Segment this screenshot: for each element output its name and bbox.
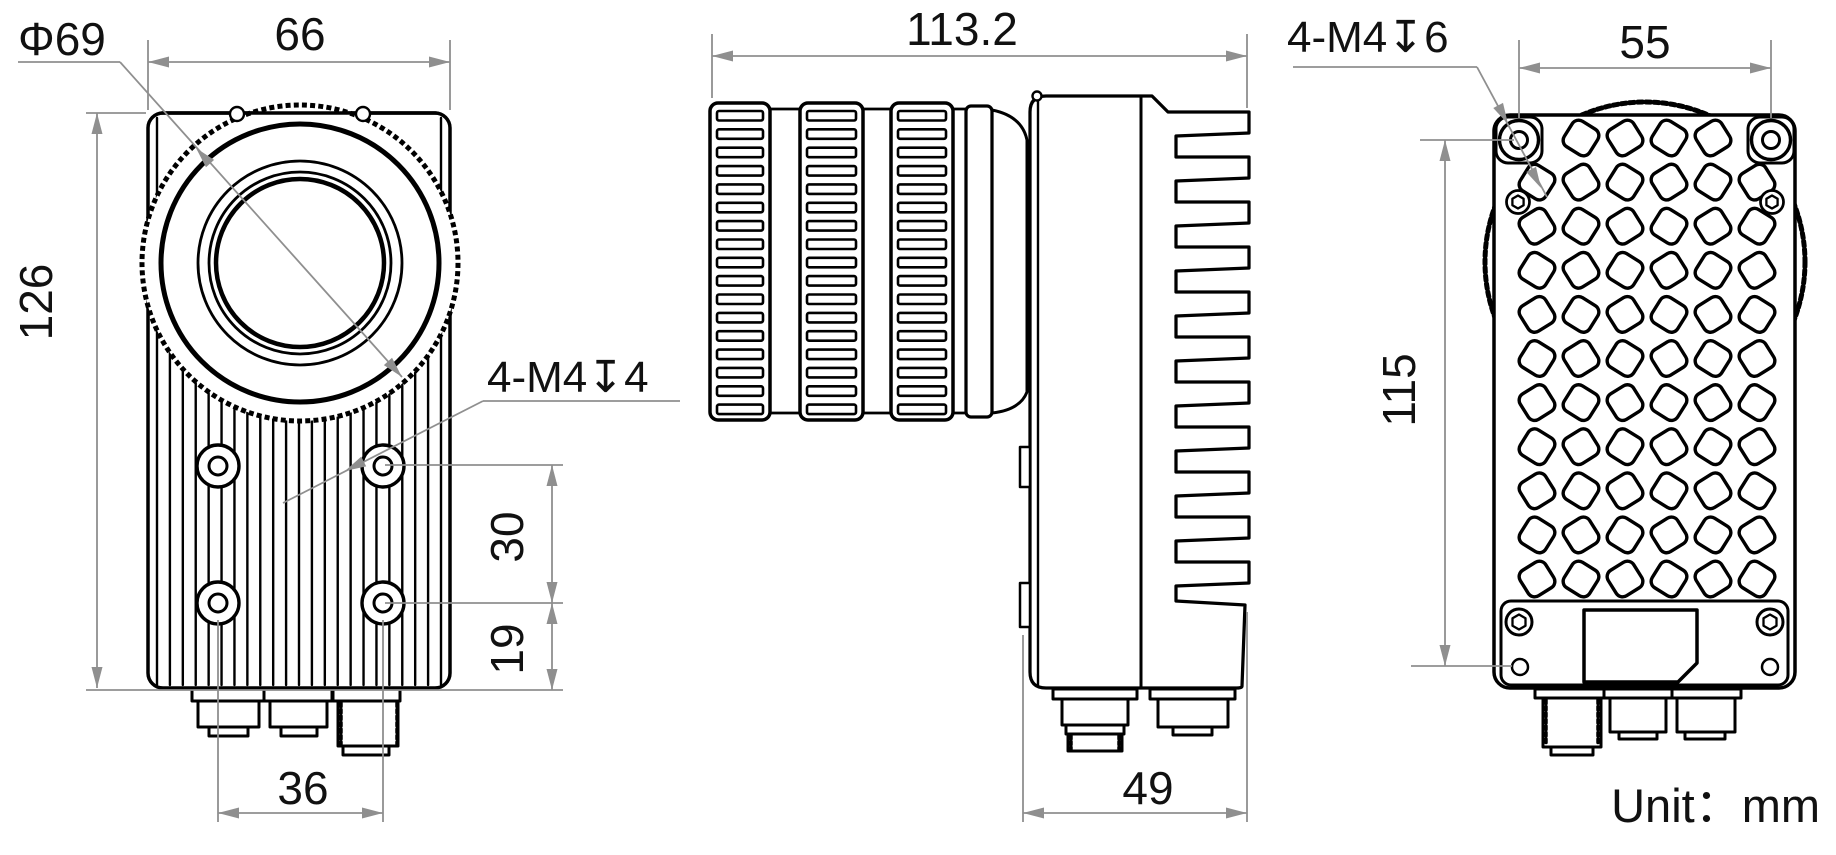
hex-sockets (1511, 194, 1779, 631)
dim-mount-hole-height: 115 (1373, 353, 1425, 426)
dim-screw-span-horizontal: 36 (277, 762, 328, 814)
panel-screw-right (1755, 607, 1785, 637)
lens-knurl-slots (715, 109, 948, 416)
dim-body-height: 126 (10, 264, 62, 341)
dim-body-depth: 49 (1122, 762, 1173, 814)
dim-back-screw-span: 55 (1619, 16, 1670, 68)
dim-screw-span-vertical: 30 (481, 511, 533, 562)
panel-hole-right (1760, 657, 1780, 677)
panel-hole-left (1510, 657, 1530, 677)
side-lens (708, 101, 1029, 422)
thread-callout-back: 4-M4↧6 (1287, 13, 1449, 62)
thread-callout-front: 4-M4↧4 (487, 353, 649, 402)
hex-screw-right (1759, 189, 1785, 215)
lens-rim (158, 121, 442, 405)
lens-ring-outer (196, 159, 404, 367)
dim-screw-bottom-offset: 19 (481, 623, 533, 674)
dimension-texts: Φ69 66 126 4-M4↧4 30 19 36 113.2 49 4-M4… (10, 3, 1820, 832)
top-edge-screw-left (228, 105, 246, 123)
back-view (1482, 99, 1808, 757)
side-connectors (1051, 687, 1237, 753)
side-top-button (1031, 90, 1043, 102)
side-view (708, 90, 1251, 753)
back-connectors (1533, 687, 1743, 757)
front-view (139, 102, 461, 757)
lens-ring-inner (207, 170, 393, 356)
front-connectors (190, 687, 402, 757)
side-tab-upper (1018, 445, 1032, 489)
top-edge-screw-right (354, 105, 372, 123)
front-mount-holes (195, 443, 406, 626)
dim-total-length: 113.2 (906, 3, 1018, 55)
hex-screw-left (1505, 189, 1531, 215)
lens-glass (213, 176, 387, 350)
io-panel-window (1582, 608, 1699, 684)
unit-note: Unit：mm (1611, 779, 1820, 832)
dim-body-width: 66 (274, 8, 325, 60)
vent-pattern (1517, 118, 1777, 599)
dimension-arrows (91, 50, 1771, 819)
side-tab-lower (1018, 581, 1032, 629)
panel-screw-left (1504, 607, 1534, 637)
dimension-lines (18, 34, 1772, 822)
front-ribs (155, 116, 443, 687)
dim-lens-diameter: Φ69 (18, 13, 106, 65)
